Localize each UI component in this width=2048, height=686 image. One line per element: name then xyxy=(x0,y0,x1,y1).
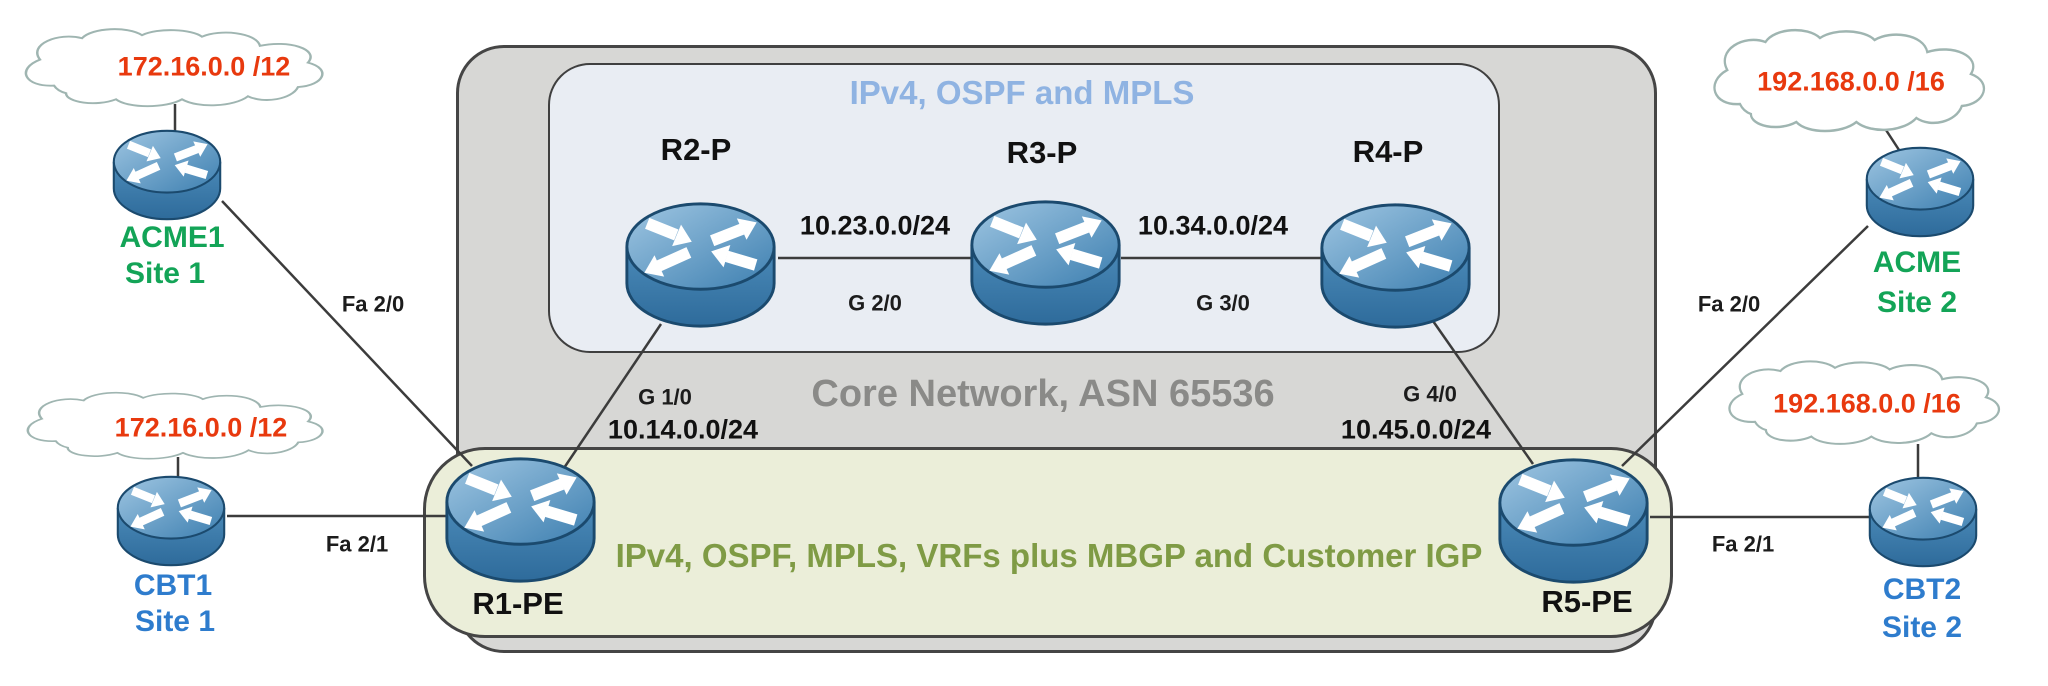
site-label-cbt1: Site 1 xyxy=(134,604,216,638)
subnet-label-10-23: 10.23.0.0/24 xyxy=(799,210,951,241)
router-icon-cbt1 xyxy=(118,477,224,565)
iface-label-fa20-right: Fa 2/0 xyxy=(1697,291,1761,317)
router-icon-cbt2 xyxy=(1870,478,1976,566)
router-label-r2p: R2-P xyxy=(660,132,732,168)
router-label-r3p: R3-P xyxy=(1006,135,1078,171)
cloud-label-acme-site1: 172.16.0.0 /12 xyxy=(117,51,291,82)
iface-label-g20: G 2/0 xyxy=(848,290,902,316)
subnet-label-10-45: 10.45.0.0/24 xyxy=(1340,414,1492,445)
router-icon-acme2 xyxy=(1867,148,1973,236)
router-label-cbt1: CBT1 xyxy=(133,568,213,602)
router-label-cbt2: CBT2 xyxy=(1882,572,1962,606)
mpls-core-title: IPv4, OSPF and MPLS xyxy=(849,74,1195,112)
site-label-acme1: Site 1 xyxy=(124,256,206,290)
link-cloud-acme2 xyxy=(1884,129,1903,154)
pe-band-title: IPv4, OSPF, MPLS, VRFs plus MBGP and Cus… xyxy=(615,537,1483,575)
router-label-acme1: ACME1 xyxy=(119,220,225,254)
router-icon-acme1 xyxy=(114,131,220,219)
site-label-acme2: Site 2 xyxy=(1876,285,1958,319)
subnet-label-10-14: 10.14.0.0/24 xyxy=(607,414,759,445)
cloud-label-acme-site2: 192.168.0.0 /16 xyxy=(1757,66,1945,97)
router-label-r5pe: R5-PE xyxy=(1541,584,1633,620)
cloud-label-cbt-site1: 172.16.0.0 /12 xyxy=(114,412,288,443)
pe-band-box xyxy=(423,447,1673,638)
iface-label-fa20-left: Fa 2/0 xyxy=(341,291,405,317)
site-label-cbt2: Site 2 xyxy=(1881,610,1963,644)
iface-label-fa21-left: Fa 2/1 xyxy=(325,531,389,557)
router-label-r1pe: R1-PE xyxy=(472,586,564,622)
cloud-label-cbt-site2: 192.168.0.0 /16 xyxy=(1773,388,1961,419)
iface-label-g10: G 1/0 xyxy=(638,384,692,410)
iface-label-g30: G 3/0 xyxy=(1196,290,1250,316)
subnet-label-10-34: 10.34.0.0/24 xyxy=(1137,210,1289,241)
iface-label-g40: G 4/0 xyxy=(1403,381,1457,407)
router-label-acme2: ACME xyxy=(1872,245,1962,279)
iface-label-fa21-right: Fa 2/1 xyxy=(1711,531,1775,557)
core-network-title: Core Network, ASN 65536 xyxy=(811,373,1275,416)
router-label-r4p: R4-P xyxy=(1352,134,1424,170)
link-r5pe-acme2 xyxy=(1621,225,1869,467)
